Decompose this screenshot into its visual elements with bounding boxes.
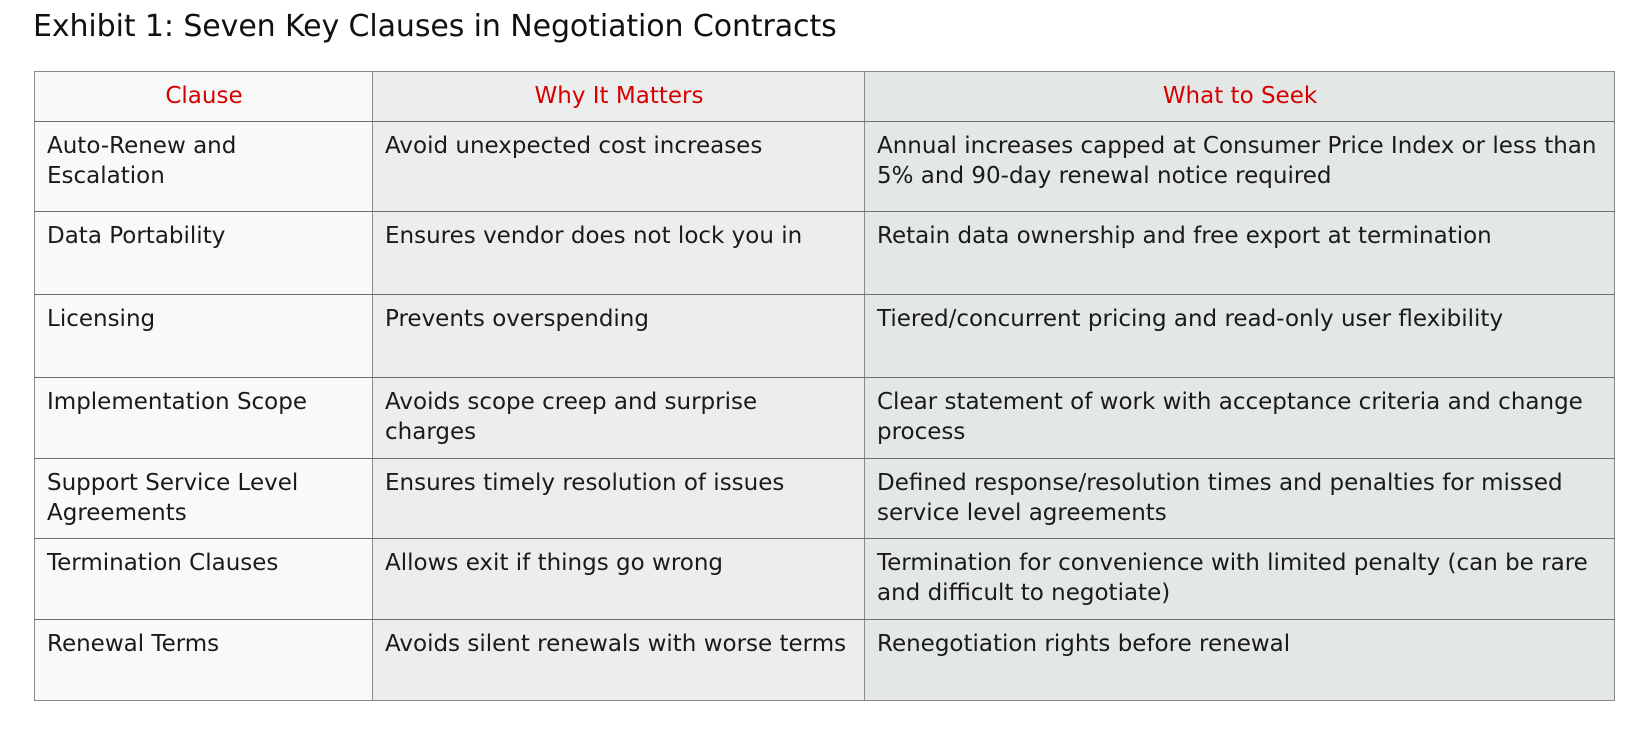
column-header-why-it-matters: Why It Matters	[372, 71, 865, 122]
table-header: Clause Why It Matters What to Seek	[34, 71, 1615, 122]
table-row: Licensing Prevents overspending Tiered/c…	[34, 294, 1615, 378]
cell-seek: Termination for convenience with limited…	[864, 538, 1615, 620]
cell-seek: Clear statement of work with acceptance …	[864, 377, 1615, 459]
cell-why: Allows exit if things go wrong	[372, 538, 865, 620]
cell-why: Avoid unexpected cost increases	[372, 121, 865, 212]
cell-clause: Termination Clauses	[34, 538, 373, 620]
table-header-row: Clause Why It Matters What to Seek	[34, 71, 1615, 122]
cell-clause: Implementation Scope	[34, 377, 373, 459]
clause-table-container: Clause Why It Matters What to Seek Auto-…	[34, 71, 1615, 701]
cell-seek: Tiered/concurrent pricing and read-only …	[864, 294, 1615, 378]
cell-why: Prevents overspending	[372, 294, 865, 378]
page-title: Exhibit 1: Seven Key Clauses in Negotiat…	[33, 9, 837, 44]
column-header-clause: Clause	[34, 71, 373, 122]
table-row: Implementation Scope Avoids scope creep …	[34, 377, 1615, 459]
table-row: Data Portability Ensures vendor does not…	[34, 211, 1615, 295]
cell-seek: Defined response/resolution times and pe…	[864, 458, 1615, 539]
cell-why: Avoids scope creep and surprise charges	[372, 377, 865, 459]
cell-seek: Renegotiation rights before renewal	[864, 619, 1615, 701]
table-row: Renewal Terms Avoids silent renewals wit…	[34, 619, 1615, 701]
cell-why: Avoids silent renewals with worse terms	[372, 619, 865, 701]
table-row: Termination Clauses Allows exit if thing…	[34, 538, 1615, 620]
table-body: Auto-Renew and Escalation Avoid unexpect…	[34, 121, 1615, 701]
clause-table: Clause Why It Matters What to Seek Auto-…	[34, 71, 1615, 701]
cell-why: Ensures timely resolution of issues	[372, 458, 865, 539]
cell-seek: Retain data ownership and free export at…	[864, 211, 1615, 295]
column-header-what-to-seek: What to Seek	[864, 71, 1615, 122]
cell-clause: Renewal Terms	[34, 619, 373, 701]
table-row: Auto-Renew and Escalation Avoid unexpect…	[34, 121, 1615, 212]
cell-seek: Annual increases capped at Consumer Pric…	[864, 121, 1615, 212]
cell-clause: Support Service Level Agreements	[34, 458, 373, 539]
cell-clause: Auto-Renew and Escalation	[34, 121, 373, 212]
cell-clause: Licensing	[34, 294, 373, 378]
table-row: Support Service Level Agreements Ensures…	[34, 458, 1615, 539]
cell-clause: Data Portability	[34, 211, 373, 295]
cell-why: Ensures vendor does not lock you in	[372, 211, 865, 295]
